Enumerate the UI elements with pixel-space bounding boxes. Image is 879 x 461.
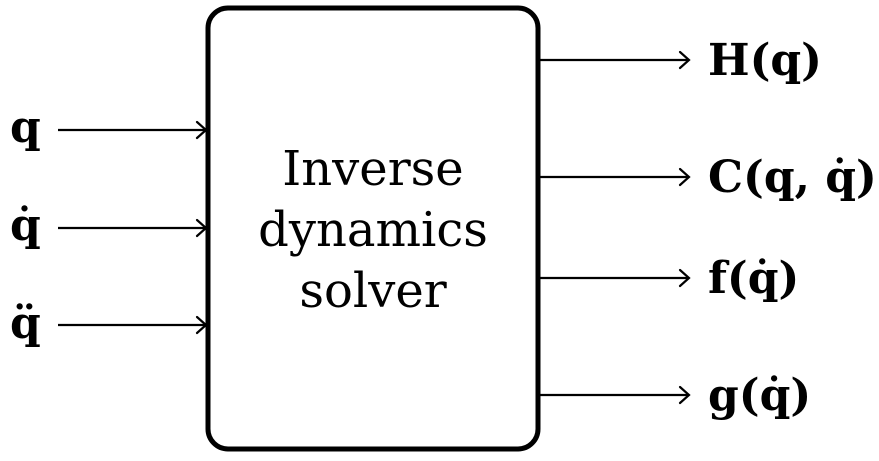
input-arrow-q-ddot [58,315,208,335]
output-arrow-c [540,167,691,187]
output-label-coriolis-matrix: C(q, q̇) [708,152,877,203]
input-label-q-dot: q̇ [10,200,41,251]
output-arrow-g [540,385,691,405]
output-label-friction: f(q̇) [708,253,799,304]
output-label-inertia-matrix: H(q) [708,35,822,86]
output-arrow-f [540,268,691,288]
block-label-line-3: solver [299,263,446,319]
block-label-line-2: dynamics [258,202,488,258]
block-label-line-1: Inverse [282,141,463,197]
input-label-q: q [10,102,41,153]
input-label-q-ddot: q̈ [10,298,41,349]
output-arrow-h [540,50,691,70]
input-arrow-q-dot [58,218,208,238]
output-label-gravity: g(q̇) [708,370,811,421]
input-arrow-q [58,120,208,140]
inverse-dynamics-solver-block [205,5,541,452]
